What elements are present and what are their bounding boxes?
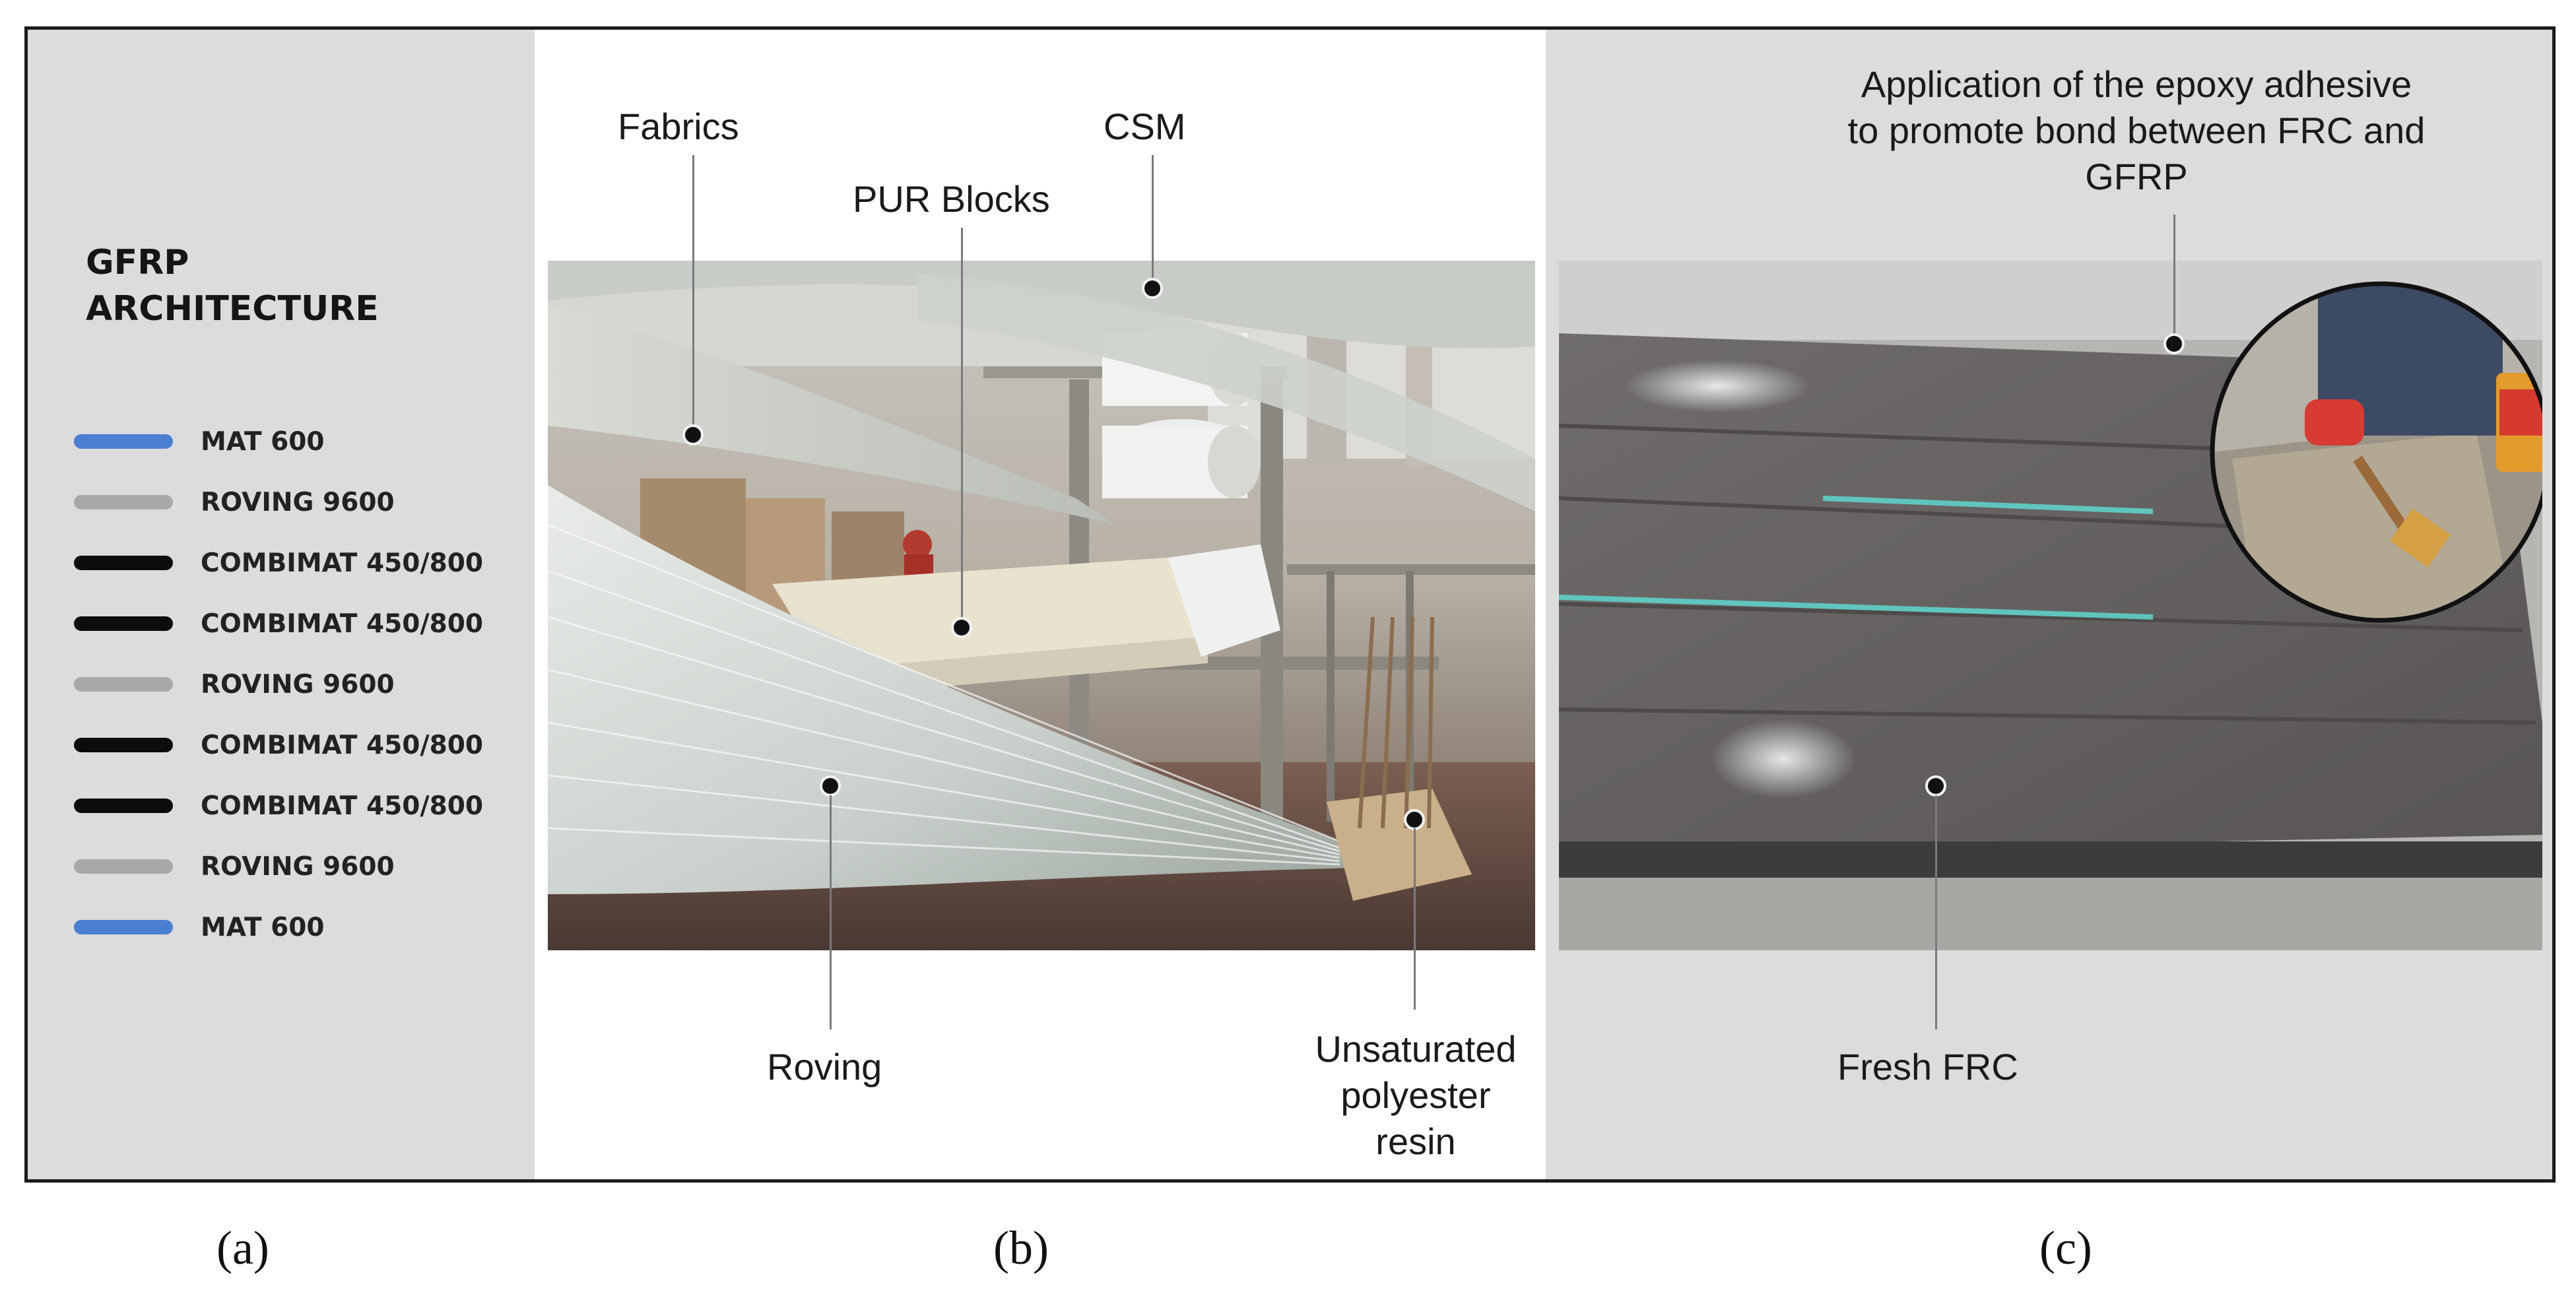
layer-swatch: [74, 495, 173, 509]
dot-resin: [1404, 809, 1425, 830]
callout-adhesive-line3: GFRP: [2085, 156, 2188, 197]
leader-csm: [1152, 155, 1154, 284]
layer-swatch: [74, 434, 173, 449]
layer-label: MAT 600: [201, 912, 325, 942]
layer-row: MAT 600: [74, 911, 325, 943]
layer-label: COMBIMAT 450/800: [201, 791, 484, 821]
layer-label: COMBIMAT 450/800: [201, 608, 484, 639]
leader-roving: [830, 795, 832, 1029]
layer-label: MAT 600: [201, 426, 325, 457]
dot-pur-blocks: [951, 617, 972, 638]
callout-pur-blocks: PUR Blocks: [853, 178, 1050, 220]
layer-label: COMBIMAT 450/800: [201, 730, 484, 760]
sublabel-c: (c): [2039, 1222, 2092, 1274]
layer-swatch: [74, 859, 173, 874]
dot-fabrics: [682, 424, 704, 445]
leader-fresh-frc: [1935, 795, 1937, 1029]
layer-row: ROVING 9600: [74, 486, 395, 518]
callout-adhesive-line1: Application of the epoxy adhesive: [1861, 63, 2412, 105]
dot-adhesive: [2163, 333, 2185, 354]
architecture-title-line2: ARCHITECTURE: [86, 289, 379, 329]
layer-swatch: [74, 799, 173, 813]
leader-adhesive: [2173, 214, 2175, 340]
layer-swatch: [74, 556, 173, 570]
dot-fresh-frc: [1925, 775, 1946, 797]
callout-roving: Roving: [767, 1046, 882, 1088]
dot-roving: [820, 775, 841, 797]
layer-row: COMBIMAT 450/800: [74, 608, 483, 639]
sublabel-a: (a): [216, 1222, 269, 1274]
layer-swatch: [74, 920, 173, 934]
layer-label: ROVING 9600: [201, 669, 395, 700]
dot-csm: [1142, 278, 1163, 299]
layer-label: ROVING 9600: [201, 851, 395, 882]
leader-resin: [1414, 828, 1416, 1010]
layer-swatch: [74, 738, 173, 752]
layer-swatch: [74, 616, 173, 631]
architecture-title: GFRP ARCHITECTURE: [86, 240, 455, 332]
callout-csm: CSM: [1104, 106, 1186, 147]
pultrusion-photo: [548, 261, 1535, 950]
layer-swatch: [74, 677, 173, 692]
layer-label: ROVING 9600: [201, 487, 395, 517]
layer-label: COMBIMAT 450/800: [201, 548, 484, 578]
layer-row: COMBIMAT 450/800: [74, 729, 483, 761]
callout-resin-line1: Unsaturated: [1315, 1028, 1517, 1070]
layer-row: COMBIMAT 450/800: [74, 790, 483, 822]
architecture-title-line1: GFRP: [86, 243, 189, 282]
callout-resin-line2: polyester: [1340, 1074, 1491, 1116]
callout-adhesive-line2: to promote bond between FRC and: [1847, 110, 2426, 151]
leader-fabrics: [692, 155, 694, 432]
layer-row: ROVING 9600: [74, 851, 395, 882]
callout-fresh-frc: Fresh FRC: [1837, 1046, 2018, 1088]
layer-row: COMBIMAT 450/800: [74, 547, 483, 579]
sublabel-b: (b): [993, 1222, 1049, 1274]
panel-c-fresh-frc-photo: Application of the epoxy adhesive to pro…: [1546, 30, 2552, 1179]
panel-b-pultrusion-photo: Fabrics CSM PUR Blocks Roving Unsaturate…: [535, 30, 1546, 1179]
layer-row: ROVING 9600: [74, 668, 395, 700]
fresh-frc-photo: [1559, 261, 2542, 950]
callout-resin: Unsaturated polyester resin: [1300, 1026, 1531, 1165]
layer-row: MAT 600: [74, 426, 325, 457]
callout-fabrics: Fabrics: [618, 106, 739, 147]
callout-adhesive: Application of the epoxy adhesive to pro…: [1790, 61, 2483, 200]
callout-resin-line3: resin: [1375, 1121, 1456, 1162]
leader-pur-blocks: [961, 228, 963, 624]
